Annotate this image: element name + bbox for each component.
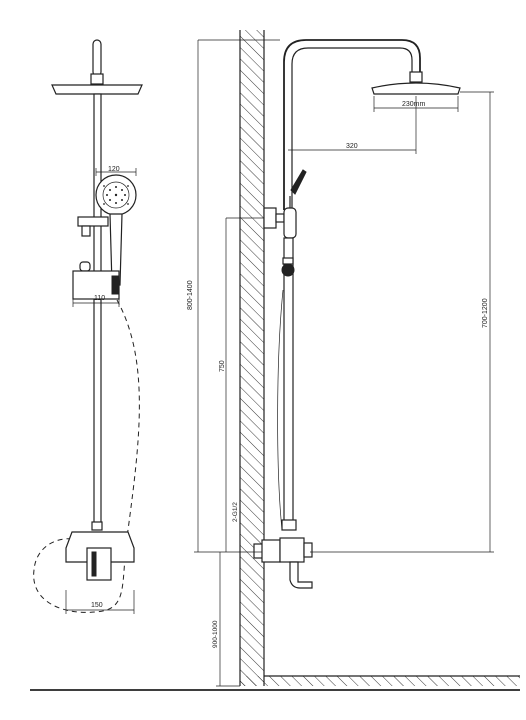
dim-label-150: 150 bbox=[91, 602, 103, 609]
side-riser-arm-inner bbox=[291, 47, 413, 210]
side-slide-holder bbox=[281, 263, 295, 277]
side-hose bbox=[277, 289, 284, 531]
front-holder-clip bbox=[111, 275, 119, 295]
dim-label-120: 120 bbox=[108, 166, 120, 173]
dim-label-900-1000: 900-1000 bbox=[212, 620, 219, 648]
front-holder-knob bbox=[79, 261, 91, 272]
dim-label-800-1400: 800-1400 bbox=[187, 280, 194, 310]
front-dimensions: 120 110 150 bbox=[65, 166, 137, 614]
floor-hatch bbox=[240, 676, 520, 686]
side-mixer-body bbox=[279, 537, 305, 563]
front-riser-top bbox=[92, 39, 102, 77]
side-view bbox=[30, 30, 520, 691]
side-riser-arm-outer bbox=[283, 39, 421, 210]
hand-shower-nozzles bbox=[103, 185, 129, 205]
front-mixer-nut bbox=[91, 521, 103, 531]
dim-label-700-1200: 700-1200 bbox=[482, 298, 489, 328]
hand-shower-handle bbox=[109, 213, 123, 286]
front-hose bbox=[33, 299, 140, 613]
front-rain-head bbox=[51, 84, 143, 95]
wall-hatch bbox=[240, 30, 264, 686]
front-mixer-lever bbox=[86, 547, 112, 581]
dim-label-inlet-thread: 2-G1/2 bbox=[232, 502, 239, 522]
front-head-connector bbox=[90, 73, 104, 85]
side-diverter bbox=[283, 207, 297, 239]
dim-label-320: 320 bbox=[346, 143, 358, 150]
front-diverter-knob bbox=[81, 225, 91, 237]
front-slide-holder bbox=[72, 270, 120, 300]
side-mixer-lever bbox=[289, 561, 313, 589]
front-mixer-body bbox=[65, 531, 135, 563]
dim-label-750: 750 bbox=[219, 360, 226, 372]
side-rail bbox=[283, 237, 294, 529]
side-hand-shower bbox=[290, 169, 307, 195]
side-wall-bracket-upper bbox=[263, 207, 277, 229]
front-lever-slot bbox=[91, 551, 97, 577]
side-lower-connector bbox=[281, 519, 297, 531]
front-main-column bbox=[93, 93, 102, 525]
dim-label-230mm: 230mm bbox=[402, 101, 426, 108]
side-head-connector bbox=[409, 71, 423, 83]
side-rain-head bbox=[371, 82, 461, 95]
hand-shower-face bbox=[102, 181, 130, 209]
front-diverter-block bbox=[77, 216, 109, 227]
side-inlet-flange bbox=[261, 539, 281, 563]
front-view bbox=[33, 39, 143, 613]
side-dimensions: 230mm 320 800-1400 700-1200 750 2-G1/2 9… bbox=[187, 39, 494, 687]
dim-label-110: 110 bbox=[94, 295, 105, 302]
